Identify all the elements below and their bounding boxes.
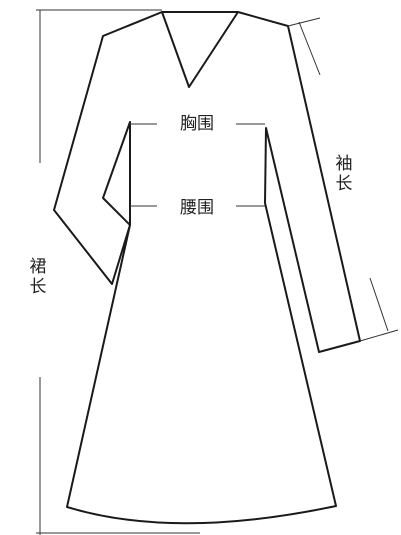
left-armhole-line (102, 121, 131, 226)
dress-body-outline (53, 11, 361, 525)
v-neckline (161, 11, 239, 88)
chest-label: 胸围 (177, 115, 217, 134)
sleeve-length-tick-top (287, 17, 321, 27)
skirt-length-label: 裙长 (28, 255, 48, 299)
sleeve-length-guide-bottom (369, 277, 389, 332)
sleeve-length-tick-bottom (359, 329, 399, 342)
sleeve-length-label: 袖长 (334, 152, 354, 196)
sleeve-length-guide-top (298, 21, 321, 76)
waist-label: 腰围 (177, 199, 217, 218)
